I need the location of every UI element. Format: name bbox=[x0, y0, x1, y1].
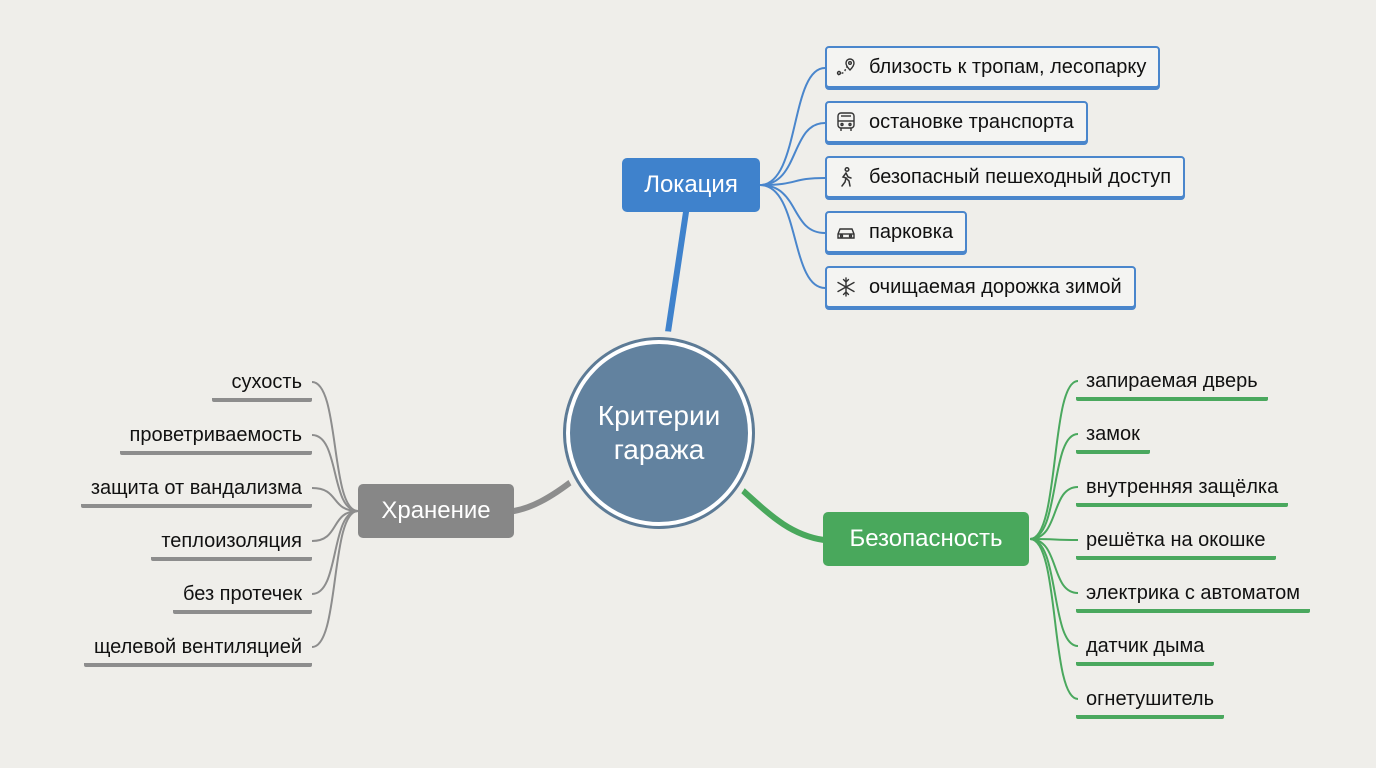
security-item-lockable-door[interactable]: запираемая дверь bbox=[1076, 365, 1268, 401]
location-item-transport[interactable]: остановке транспорта bbox=[825, 101, 1088, 143]
connector-security-7 bbox=[1029, 538, 1079, 700]
location-item-label: безопасный пешеходный доступ bbox=[869, 165, 1172, 188]
connector-security-3 bbox=[1029, 486, 1079, 540]
central-topic-line-1: Критерии bbox=[597, 400, 721, 431]
connector-center-security bbox=[737, 485, 827, 543]
bus-icon bbox=[835, 111, 857, 133]
connector-storage-2 bbox=[311, 434, 359, 512]
connector-storage-3 bbox=[311, 487, 359, 512]
security-item-lock[interactable]: замок bbox=[1076, 418, 1150, 454]
security-item-window-grate[interactable]: решётка на окошке bbox=[1076, 524, 1276, 560]
storage-item-insulation[interactable]: теплоизоляция bbox=[151, 525, 312, 561]
location-item-label: близость к тропам, лесопарку bbox=[869, 55, 1147, 78]
branch-location[interactable]: Локация bbox=[622, 158, 760, 212]
storage-item-vandalism[interactable]: защита от вандализма bbox=[80, 472, 312, 508]
branch-security[interactable]: Безопасность bbox=[823, 512, 1029, 566]
connector-security-1 bbox=[1029, 380, 1079, 540]
location-item-winter-path[interactable]: очищаемая дорожка зимой bbox=[825, 266, 1136, 308]
connector-location-3 bbox=[759, 177, 826, 186]
connector-security-4 bbox=[1029, 538, 1079, 541]
central-topic-circle: Критерии гаража bbox=[566, 340, 752, 526]
connector-location-4 bbox=[759, 184, 826, 234]
central-topic-line-2: гаража bbox=[613, 434, 705, 465]
storage-item-ventilated[interactable]: проветриваемость bbox=[119, 419, 312, 455]
security-item-inner-latch[interactable]: внутренняя защёлка bbox=[1076, 471, 1289, 507]
security-item-extinguisher[interactable]: огнетушитель bbox=[1076, 683, 1225, 719]
connector-storage-4 bbox=[311, 510, 359, 542]
connector-security-2 bbox=[1029, 433, 1079, 540]
pedestrian-icon bbox=[835, 166, 857, 188]
security-item-smoke-detector[interactable]: датчик дыма bbox=[1076, 630, 1215, 666]
connector-center-storage bbox=[511, 475, 579, 514]
connector-location-5 bbox=[759, 184, 826, 289]
map-pin-route-icon bbox=[835, 56, 857, 78]
storage-item-slot-ventilation[interactable]: щелевой вентиляцией bbox=[83, 631, 312, 667]
central-topic[interactable]: Критерии гаража bbox=[557, 331, 761, 535]
storage-item-no-leaks[interactable]: без протечек bbox=[173, 578, 312, 614]
branch-storage[interactable]: Хранение bbox=[358, 484, 514, 538]
connector-storage-1 bbox=[311, 381, 359, 512]
snowflake-icon bbox=[835, 276, 857, 298]
connector-location-1 bbox=[759, 67, 826, 186]
location-item-pedestrian[interactable]: безопасный пешеходный доступ bbox=[825, 156, 1186, 198]
location-item-trails[interactable]: близость к тропам, лесопарку bbox=[825, 46, 1161, 88]
location-item-label: парковка bbox=[869, 220, 954, 243]
security-item-electrics-breaker[interactable]: электрика с автоматом bbox=[1076, 577, 1311, 613]
storage-item-dryness[interactable]: сухость bbox=[212, 366, 312, 402]
location-item-label: очищаемая дорожка зимой bbox=[869, 275, 1122, 298]
location-item-label: остановке транспорта bbox=[869, 110, 1074, 133]
connector-location-2 bbox=[759, 122, 826, 186]
connector-center-location bbox=[665, 209, 689, 335]
location-item-parking[interactable]: парковка bbox=[825, 211, 968, 253]
connector-security-5 bbox=[1029, 538, 1079, 594]
car-icon bbox=[835, 221, 857, 243]
connector-storage-6 bbox=[311, 510, 359, 648]
